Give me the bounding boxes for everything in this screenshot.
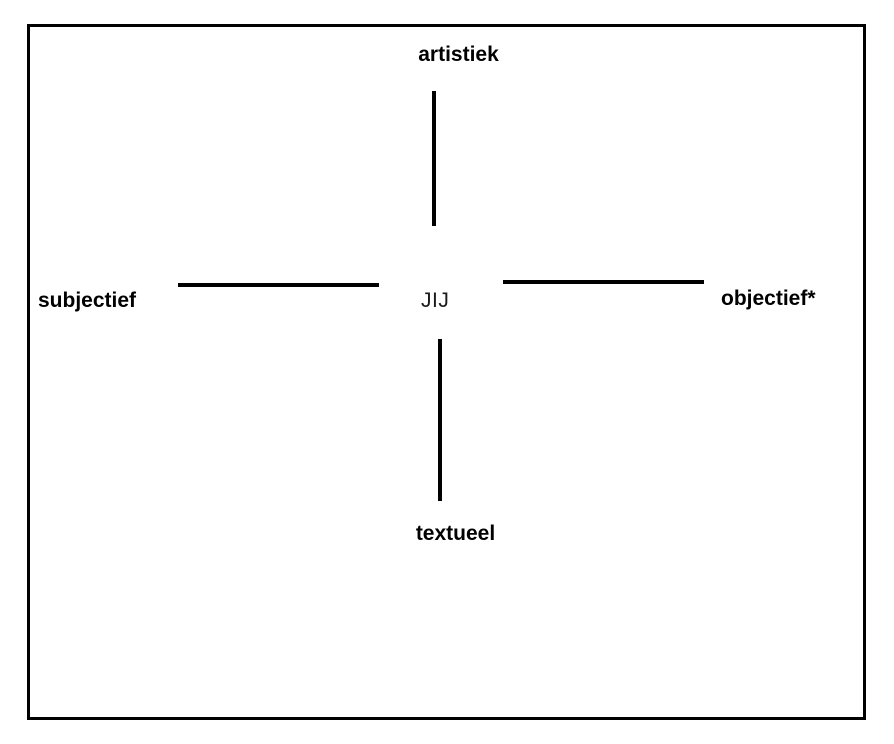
diagram-frame: artistiek subjectief objectief* textueel… (27, 24, 866, 720)
center-label: JIJ (421, 289, 450, 312)
axis-line-right (503, 280, 704, 284)
axis-line-up (432, 91, 436, 226)
pole-label-left: subjectief (38, 289, 137, 312)
pole-label-right: objectief* (721, 287, 816, 310)
axis-line-down (438, 339, 442, 501)
pole-label-bottom: textueel (415, 522, 496, 545)
axis-line-left (178, 283, 379, 287)
pole-label-top: artistiek (418, 43, 499, 66)
